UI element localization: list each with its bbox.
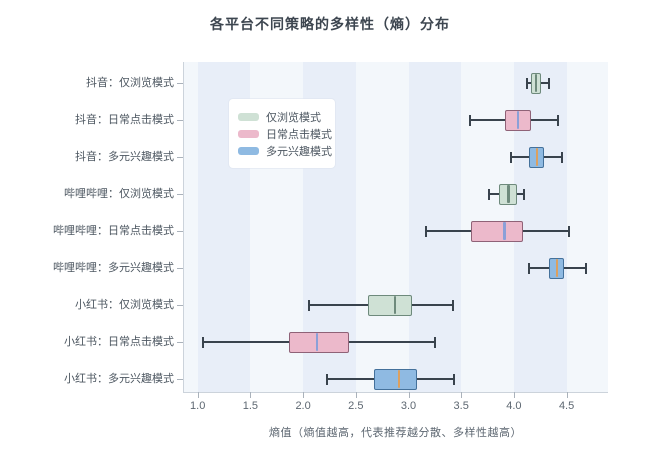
median-line: [397, 370, 401, 388]
median-line: [315, 333, 319, 351]
whisker-cap-high: [561, 151, 564, 163]
y-tick-mark: [177, 379, 183, 380]
whisker-cap-low: [425, 225, 428, 237]
median-line: [534, 74, 538, 92]
whisker-cap-low: [468, 114, 471, 126]
x-tick-mark: [355, 392, 357, 398]
x-tick-mark: [408, 392, 410, 398]
legend-label: 日常点击模式: [266, 128, 332, 141]
x-axis-title: 熵值（熵值越高，代表推荐越分散、多样性越高）: [269, 427, 522, 439]
whisker-cap-high: [433, 336, 436, 348]
whisker-cap-high: [547, 77, 550, 89]
y-category-label: 哔哩哔哩：多元兴趣模式: [53, 262, 174, 274]
y-category-label: 小红书：仅浏览模式: [75, 299, 174, 311]
whisker-cap-high: [452, 373, 455, 385]
x-tick-mark: [250, 392, 252, 398]
whisker-cap-low: [308, 299, 311, 311]
y-tick-mark: [177, 83, 183, 84]
whisker-cap-low: [487, 188, 490, 200]
y-category-label: 小红书：多元兴趣模式: [64, 373, 174, 385]
y-category-label: 哔哩哔哩：仅浏览模式: [64, 188, 174, 200]
whisker-cap-high: [523, 188, 526, 200]
x-tick-mark: [303, 392, 305, 398]
legend-swatch-browse: [238, 112, 259, 121]
median-line: [535, 148, 539, 166]
iqr-box: [289, 331, 350, 353]
y-category-label: 抖音：仅浏览模式: [86, 77, 174, 89]
x-axis-line: [183, 392, 608, 393]
median-line: [555, 259, 559, 277]
median-line: [507, 185, 510, 203]
legend-item: 仅浏览模式: [238, 108, 335, 125]
x-tick-mark: [566, 392, 568, 398]
x-tick-label: 1.5: [242, 400, 259, 412]
whisker-cap-low: [527, 262, 530, 274]
y-category-label: 小红书：日常点击模式: [64, 336, 174, 348]
y-tick-mark: [177, 268, 183, 269]
legend-label: 多元兴趣模式: [266, 145, 332, 158]
chart-title: 各平台不同策略的多样性（熵）分布: [210, 16, 450, 32]
x-tick-mark: [513, 392, 515, 398]
whisker-cap-high: [557, 114, 560, 126]
whisker-cap-high: [567, 225, 570, 237]
y-category-label: 抖音：多元兴趣模式: [75, 151, 174, 163]
legend-swatch-click: [238, 129, 259, 138]
legend-swatch-diverse: [238, 146, 259, 155]
x-tick-mark: [461, 392, 463, 398]
y-category-label: 抖音：日常点击模式: [75, 114, 174, 126]
median-line: [516, 111, 520, 129]
x-tick-label: 1.0: [190, 400, 206, 412]
whisker-cap-low: [509, 151, 512, 163]
iqr-box: [373, 368, 417, 390]
whisker-cap-low: [525, 77, 528, 89]
y-tick-mark: [177, 157, 183, 158]
iqr-box: [368, 294, 412, 316]
x-tick-label: 2.0: [295, 400, 311, 412]
y-axis-line: [183, 62, 184, 392]
whisker-cap-low: [326, 373, 329, 385]
y-tick-mark: [177, 342, 183, 343]
legend-item: 日常点击模式: [238, 125, 335, 142]
y-tick-mark: [177, 231, 183, 232]
legend-item: 多元兴趣模式: [238, 142, 335, 159]
legend: 仅浏览模式日常点击模式多元兴趣模式: [229, 99, 335, 168]
x-tick-label: 4.0: [506, 400, 522, 412]
iqr-box: [470, 220, 524, 242]
whisker-cap-high: [584, 262, 587, 274]
median-line: [393, 296, 397, 314]
whisker-cap-high: [451, 299, 454, 311]
y-tick-mark: [177, 194, 183, 195]
legend-label: 仅浏览模式: [266, 111, 321, 124]
y-tick-mark: [177, 120, 183, 121]
legend-items: 仅浏览模式日常点击模式多元兴趣模式: [229, 108, 335, 159]
whisker-cap-low: [201, 336, 204, 348]
x-tick-label: 2.5: [348, 400, 364, 412]
x-tick-label: 4.5: [558, 400, 575, 412]
y-tick-mark: [177, 305, 183, 306]
x-tick-label: 3.0: [400, 400, 417, 412]
x-tick-label: 3.5: [453, 400, 469, 412]
x-tick-mark: [197, 392, 199, 398]
median-line: [503, 222, 506, 240]
y-category-label: 哔哩哔哩：日常点击模式: [53, 225, 174, 237]
